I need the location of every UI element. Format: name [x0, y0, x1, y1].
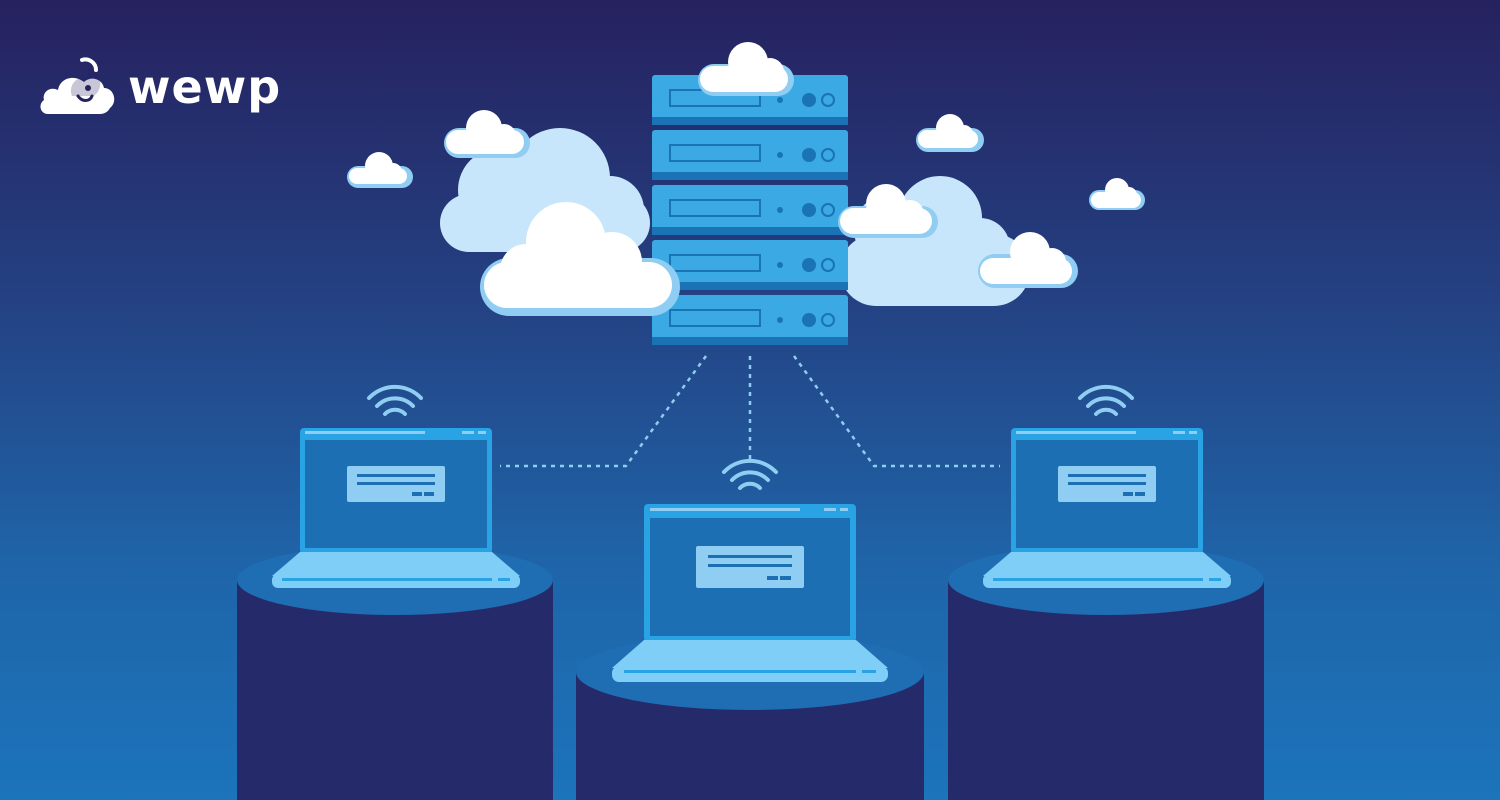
- elephant-cloud-icon: [40, 57, 115, 114]
- cloud-icon: [978, 232, 1078, 288]
- cloud-icon: [444, 110, 530, 158]
- laptop-icon: [612, 504, 888, 682]
- laptop-icon: [983, 428, 1231, 588]
- laptop-right: [983, 384, 1231, 588]
- connector-right: [792, 355, 1000, 468]
- server-unit: [652, 185, 848, 235]
- connector-left: [500, 355, 708, 468]
- laptop-icon: [272, 428, 520, 588]
- brand-logo[interactable]: wewp: [38, 56, 281, 118]
- brand-name: wewp: [128, 60, 282, 114]
- cloud-icon: [838, 184, 938, 238]
- network-connectors: [500, 355, 1000, 468]
- server-unit: [652, 130, 848, 180]
- cloud-icon: [916, 114, 984, 152]
- server-unit: [652, 240, 848, 290]
- laptop-left: [272, 384, 520, 588]
- server-unit: [652, 295, 848, 345]
- wifi-icon: [1078, 384, 1134, 416]
- cloud-icon: [347, 152, 413, 188]
- server-rack-icon: [652, 75, 848, 345]
- wifi-icon: [367, 384, 423, 416]
- cloud-icon: [480, 202, 680, 316]
- cloud-icon: [698, 42, 794, 96]
- cloud-icon: [1089, 178, 1145, 210]
- laptop-center: [612, 458, 888, 682]
- wifi-icon: [722, 458, 778, 490]
